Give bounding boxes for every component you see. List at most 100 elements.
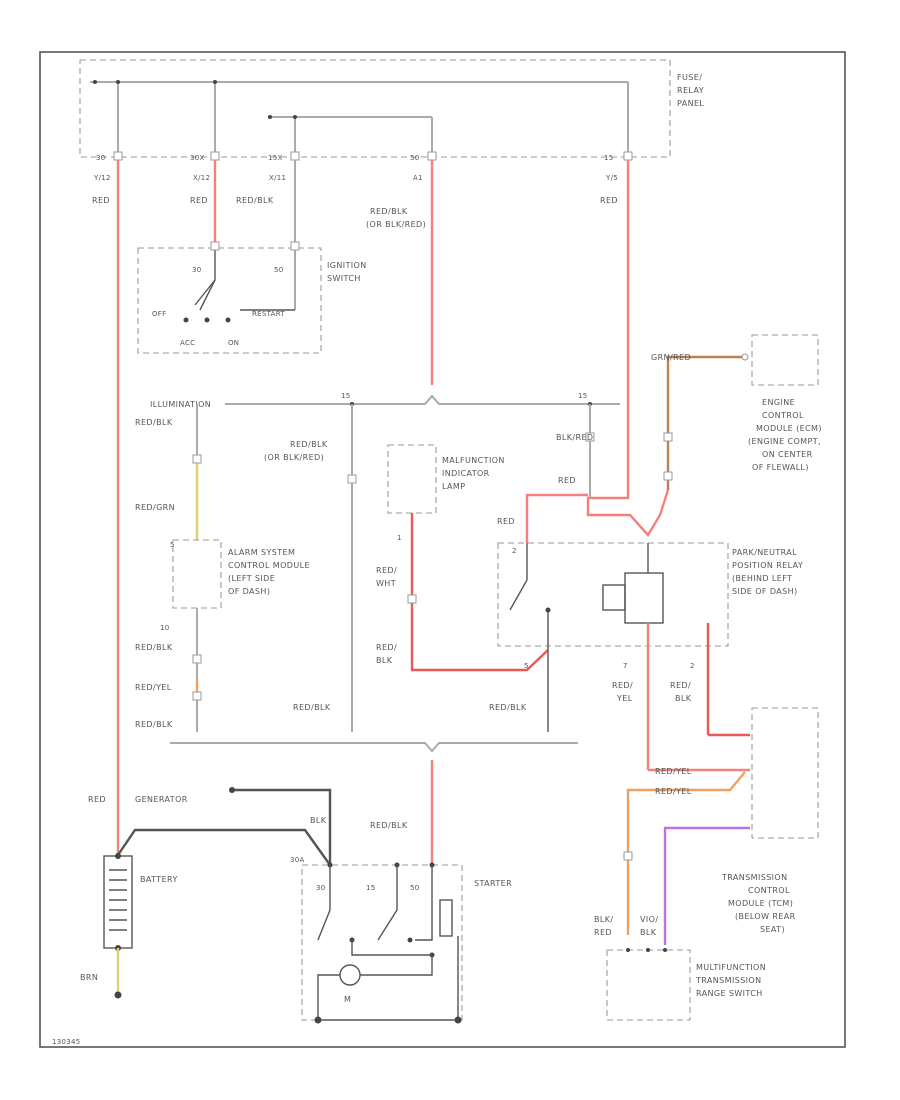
range-switch-label-2: TRANSMISSION [695,976,762,985]
wire-red-yel-4: RED/YEL [655,787,692,796]
wire-red-2: RED [190,196,208,205]
tcm-violet-wire [663,826,750,945]
starter-pin-30a: 30A [290,856,305,864]
mil-pin: 1 [397,534,402,542]
ign-pos-off: OFF [152,310,166,318]
range-switch-label-1: MULTIFUNCTION [696,963,766,972]
ign-pin-50: 50 [274,266,284,274]
pin-50: 50 [410,154,420,162]
wire-red-wht-1: RED/ [376,566,397,575]
park-neutral-relay: BLK/RED RED RED 2 5 7 2 RED/BLK RED/ YEL… [489,404,803,770]
starter: 30A 30 15 50 M STARTER [290,856,512,1024]
lower-bus: RED/BLK [170,742,578,865]
illumination-label: ILLUMINATION [150,400,211,409]
ecm-label-1: ENGINE [762,398,795,407]
malfunction-indicator-lamp: 1 RED/ WHT RED/ BLK MALFUNCTION INDICATO… [376,444,549,672]
wire-red-blk-10: BLK [675,694,692,703]
generator-label: GENERATOR [135,795,188,804]
battery-positive-wire [117,828,331,866]
ign-pin-30: 30 [192,266,202,274]
pin-x12: X/12 [193,174,210,182]
alarm-label-4: OF DASH) [228,587,270,596]
pn-pin-2: 2 [690,662,695,670]
ecm-label-6: OF FLEWALL) [752,463,809,472]
wire-blk-red-2b: RED [594,928,612,937]
wire-red-blk-or-2: (OR BLK/RED) [366,220,426,229]
bus-pin-1: 15 [341,392,351,400]
starter-pin-15: 15 [366,884,376,892]
tcm-label-3: MODULE (TCM) [728,899,793,908]
wire-red-blk-4: RED/BLK [135,720,173,729]
diagram-frame [39,51,846,1048]
alarm-pin-t2: 10 [160,624,170,632]
alarm-label-3: (LEFT SIDE [228,574,275,583]
wire-red-blk-6: RED/ [376,643,397,652]
bus-pin-2: 15 [578,392,588,400]
pn-red-wire [525,493,588,543]
pn-pin-5: 5 [524,662,529,670]
starter-motor-symbol [339,964,361,986]
wire-red-blk-11: RED/BLK [370,821,408,830]
starter-motor-label: M [344,995,351,1004]
transmission-range-switch: BLK/ RED VIO/ BLK MULTIFUNCTION TRANSMIS… [594,915,766,1021]
range-switch-label-3: RANGE SWITCH [696,989,763,998]
fuse-relay-panel-box [79,59,671,158]
wire-vio-blk-a: VIO/ [640,915,658,924]
pn-relay-box [497,542,729,647]
pin-x11: X/11 [269,174,286,182]
relay-connectors: Y/12 X/12 X/11 A1 Y/5 RED RED RED/BLK RE… [92,151,633,229]
wire-red-blk-7: BLK [376,656,393,665]
y5-feed-wire [586,160,670,538]
starter-box [301,864,463,1021]
transmission-control-module: RED/YEL RED/YEL TRANSMISSION CONTROL MOD… [623,707,819,945]
alarm-module-box [172,539,222,609]
alarm-pin-t3: 5 [170,541,175,549]
tcm-label-5: SEAT) [760,925,785,934]
wire-red-4: RED [558,476,576,485]
alarm-label-1: ALARM SYSTEM [228,548,295,557]
wire-blk: BLK [310,816,327,825]
battery-generator: RED GENERATOR BLK BATTERY BRN [80,787,332,999]
wire-red-blk-or-1: RED/BLK [370,207,408,216]
ecm-wire [666,355,742,490]
wire-blk-red: BLK/RED [556,433,593,442]
wire-red-5: RED [497,517,515,526]
wire-red-3: RED [600,196,618,205]
ign-pos-on: ON [228,339,239,347]
wire-red-yel-2a: RED/ [612,681,633,690]
starter-label: STARTER [474,879,512,888]
wire-red-blk-3: RED/BLK [135,643,173,652]
pin-y5: Y/5 [605,174,618,182]
wire-red-blk-or-3: RED/BLK [290,440,328,449]
range-switch-box [606,949,691,1021]
pin-a1: A1 [413,174,423,182]
pin-30x: 30X [190,154,205,162]
ecm-box [751,334,819,386]
illumination-bus: ILLUMINATION 15 15 [150,392,620,409]
ign-pos-acc: ACC [180,339,195,347]
wire-red-1: RED [92,196,110,205]
mil-wire [410,513,549,672]
ign-pos-restart: RESTART [252,310,285,318]
pin-15: 15 [604,154,614,162]
pin-30: 30 [96,154,106,162]
pin-15x: 15X [268,154,283,162]
mil-box [387,444,437,514]
pn-relay-coil [624,572,664,624]
ecm-label-3: MODULE (ECM) [756,424,822,433]
ignition-switch-box [137,247,322,354]
wire-red-blk-5: RED/BLK [293,703,331,712]
starter-pin-50: 50 [410,884,420,892]
pn-label-3: (BEHIND LEFT [732,574,792,583]
wire-red-yel-3: RED/YEL [655,767,692,776]
figure-id: 130345 [52,1038,81,1046]
mil-label-1: MALFUNCTION [442,456,505,465]
ecm-label-4: (ENGINE COMPT, [748,437,821,446]
ignition-switch-label-1: IGNITION [327,261,367,270]
tcm-label-1: TRANSMISSION [721,873,788,882]
mil-label-3: LAMP [442,482,465,491]
pn-pin-7: 7 [623,662,628,670]
wire-red-wht-2: WHT [376,579,396,588]
fuse-relay-panel: FUSE/ RELAY PANEL 30 30X 15X 50 15 [79,59,704,162]
